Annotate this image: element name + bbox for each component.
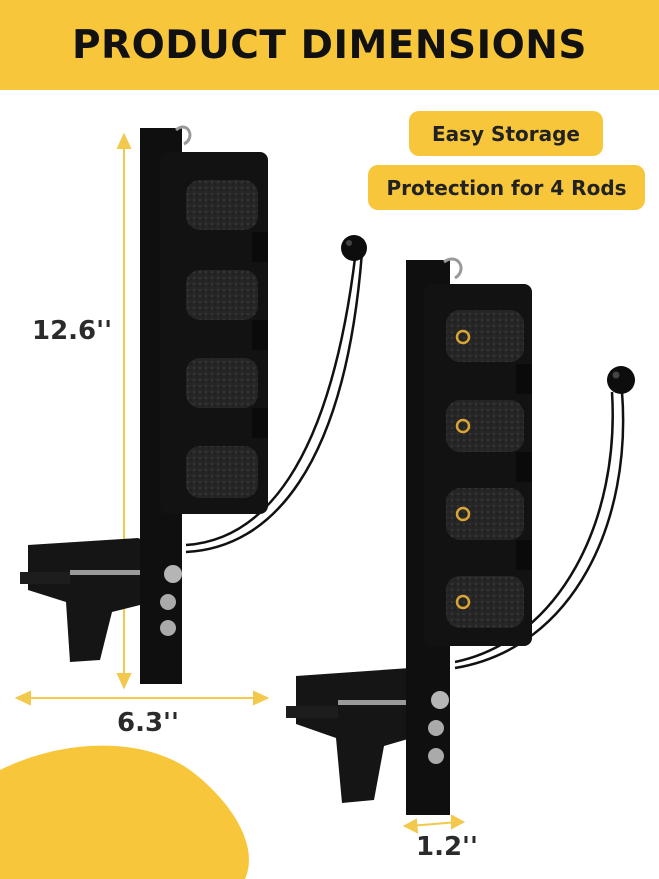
depth-label: 1.2'' — [416, 832, 478, 862]
depth-dimension-line — [402, 814, 466, 834]
rod-holder-left — [20, 125, 367, 684]
width-dimension-line — [14, 690, 270, 706]
title-banner: PRODUCT DIMENSIONS — [0, 0, 659, 90]
height-label: 12.6'' — [32, 316, 113, 346]
feature-badge-easy-storage: Easy Storage — [409, 111, 603, 156]
feature-badge-protection: Protection for 4 Rods — [368, 165, 645, 210]
width-label: 6.3'' — [117, 708, 179, 738]
rod-holder-right — [286, 257, 635, 815]
page-title: PRODUCT DIMENSIONS — [71, 22, 588, 68]
